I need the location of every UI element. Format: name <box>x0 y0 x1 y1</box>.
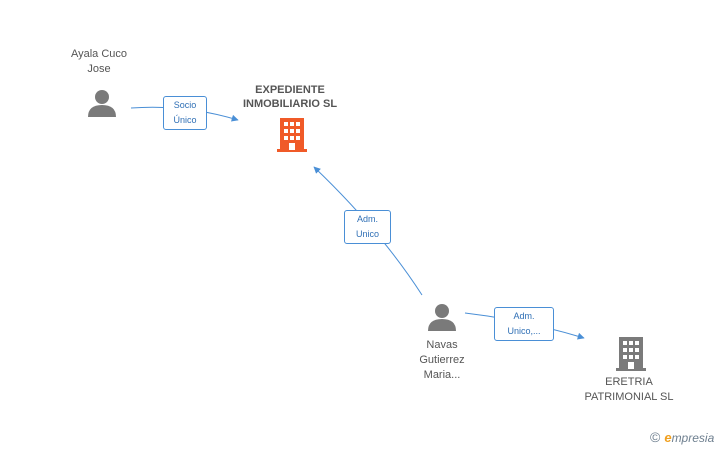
edge-label-adm-unico[interactable]: Adm. Unico <box>344 210 391 244</box>
brand-initial: e <box>664 430 672 445</box>
edge-label-line1: Adm. <box>513 311 535 321</box>
node-ayala-label-line2: Jose <box>87 63 111 75</box>
edge-label-socio-unico[interactable]: Socio Único <box>163 96 207 130</box>
building-icon[interactable] <box>276 118 308 152</box>
building-icon[interactable] <box>615 337 647 371</box>
edge-label-line1: Adm. <box>356 214 378 224</box>
node-eretria-label: ERETRIA PATRIMONIAL SL <box>570 375 688 405</box>
edge-label-line2: Unico,... <box>507 326 541 336</box>
node-ayala-label-line1: Ayala Cuco <box>70 48 128 60</box>
node-expediente-label-line1: EXPEDIENTE <box>255 84 325 96</box>
edge-label-line2: Único <box>173 115 197 125</box>
node-expediente-label-line2: INMOBILIARIO SL <box>242 98 338 110</box>
person-icon[interactable] <box>87 88 117 118</box>
edge-label-line1: Socio <box>173 100 197 110</box>
brand-watermark: ©empresia <box>650 429 714 445</box>
node-navas-label: Navas Gutierrez Maria... <box>400 338 484 383</box>
node-ayala-label: Ayala Cuco Jose <box>58 47 140 77</box>
node-eretria-label-line2: PATRIMONIAL SL <box>584 391 674 403</box>
node-navas-label-line2: Gutierrez <box>419 354 465 366</box>
edge-label-adm-unico-more[interactable]: Adm. Unico,... <box>494 307 554 341</box>
person-icon[interactable] <box>427 302 457 332</box>
node-navas-label-line3: Maria... <box>423 369 461 381</box>
edge-label-line2: Unico <box>355 229 379 239</box>
node-eretria-label-line1: ERETRIA <box>605 376 653 388</box>
node-expediente-label: EXPEDIENTE INMOBILIARIO SL <box>230 83 350 111</box>
copyright-symbol: © <box>650 429 661 445</box>
brand-name: mpresia <box>671 431 715 445</box>
node-navas-label-line1: Navas <box>426 339 458 351</box>
